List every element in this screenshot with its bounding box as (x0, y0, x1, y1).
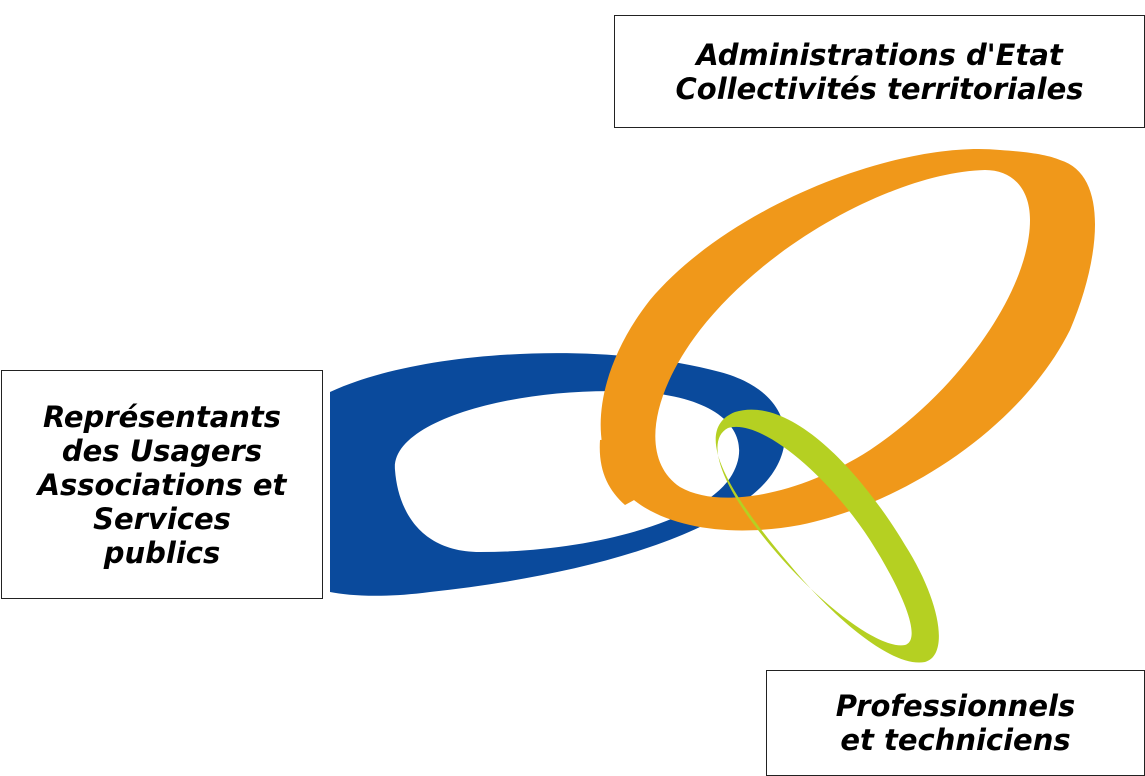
orange-ring (600, 148, 1095, 531)
label-administrations: Administrations d'Etat Collectivités ter… (614, 15, 1145, 128)
label-administrations-line-2: Collectivités territoriales (675, 71, 1084, 106)
orange-ring-weave (599, 438, 645, 505)
label-usagers-line-3: Associations et (37, 467, 287, 502)
label-professionnels: Professionnels et techniciens (766, 670, 1145, 776)
label-professionnels-line-2: et techniciens (840, 723, 1071, 757)
label-usagers-line-5: publics (103, 535, 221, 570)
green-ring (715, 409, 939, 663)
label-usagers-line-2: des Usagers (61, 433, 263, 468)
label-professionnels-line-1: Professionnels (835, 689, 1076, 723)
label-usagers: Représentants des Usagers Associations e… (1, 370, 323, 599)
label-usagers-line-4: Services (93, 501, 231, 536)
blue-ring (330, 353, 785, 596)
label-usagers-line-1: Représentants (42, 399, 282, 434)
label-administrations-line-1: Administrations d'Etat (696, 37, 1063, 72)
